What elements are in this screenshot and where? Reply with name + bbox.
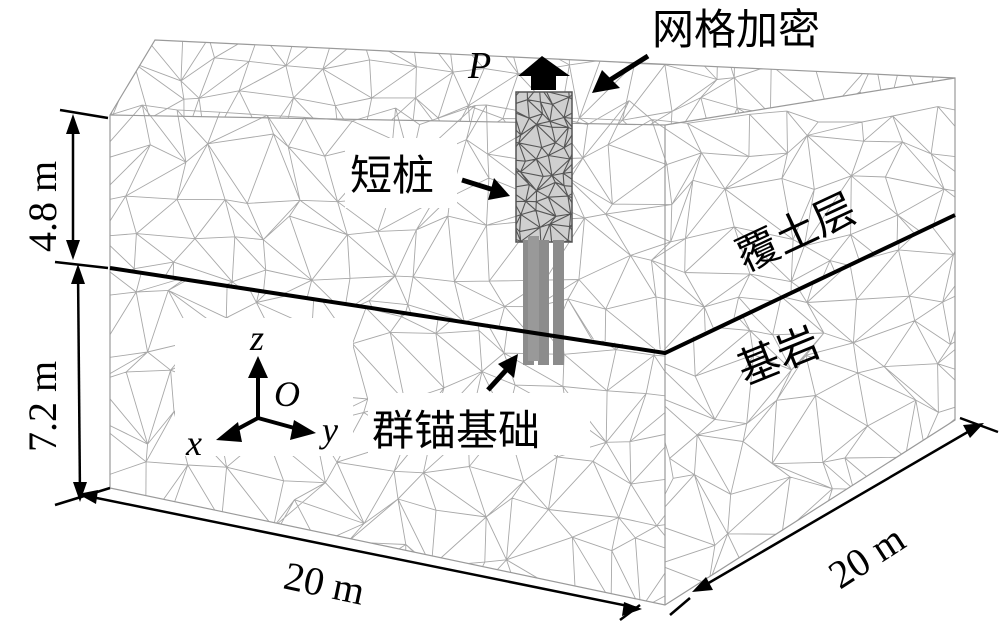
dim-front-width-line — [81, 493, 639, 610]
x-axis-arrowhead — [216, 422, 242, 442]
anchor-rod — [553, 240, 564, 365]
coordinate-axes — [216, 356, 316, 442]
y-axis-arrowhead — [290, 420, 316, 440]
layer-interface-line — [109, 213, 956, 356]
load-arrow — [518, 56, 570, 90]
side-width-label: 20 m — [820, 516, 913, 598]
dim-tick-front-right — [619, 604, 641, 621]
y-axis-label: y — [319, 410, 338, 450]
anchor-group — [523, 236, 564, 365]
front-width-label: 20 m — [280, 553, 369, 614]
box-top-side-edge — [664, 77, 956, 126]
mesh-refine-arrow — [592, 53, 650, 93]
y-axis-line — [257, 416, 299, 431]
dim-tick-top — [59, 108, 109, 120]
anchor-rod — [528, 236, 539, 361]
dim-bedrock-line — [76, 269, 82, 497]
bedrock-thickness-label: 7.2 m — [20, 361, 65, 452]
load-label: P — [467, 45, 491, 87]
z-axis-label: z — [249, 318, 264, 358]
axes-backdrop — [175, 318, 353, 456]
mesh-refine-label: 网格加密 — [652, 5, 820, 54]
anchor-label-backdrop — [368, 393, 590, 455]
overburden-thickness-label: 4.8 m — [20, 161, 65, 252]
short-pile-label-backdrop — [345, 138, 457, 208]
dim-side-width-line — [699, 424, 979, 590]
dim-tick-side-left — [669, 597, 691, 616]
mesh-lines — [516, 92, 572, 242]
x-axis-label: x — [185, 423, 202, 463]
anchor-group-arrow — [486, 354, 518, 392]
short-pile — [515, 91, 573, 243]
dim-tick-side-right — [959, 416, 999, 434]
anchor-group-label: 群锚基础 — [372, 406, 540, 455]
short-pile-mesh — [516, 92, 572, 242]
z-axis-arrowhead — [248, 356, 268, 378]
origin-label: O — [274, 374, 300, 414]
short-pile-arrow — [461, 177, 510, 200]
anchor-rod — [538, 240, 549, 365]
annotation-arrows — [461, 53, 650, 392]
dim-tick-middle — [54, 260, 109, 270]
short-pile-label: 短桩 — [350, 151, 434, 200]
dimension-lines — [54, 108, 999, 621]
mesh-label-backdrop — [648, 0, 866, 56]
